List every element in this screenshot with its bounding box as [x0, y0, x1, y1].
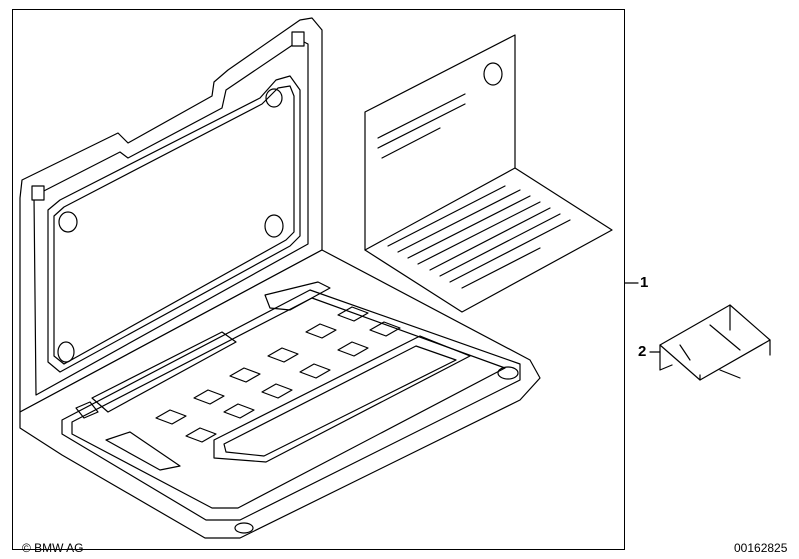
case-base — [19, 249, 541, 539]
callout-1: 1 — [640, 274, 649, 291]
callout-2: 2 — [638, 343, 647, 360]
bracket-part — [659, 304, 771, 381]
copyright-label: © BMW AG — [22, 541, 84, 555]
instruction-card — [364, 34, 613, 313]
diagram-number: 00162825 — [734, 541, 788, 555]
leader-lines — [624, 282, 661, 353]
fuse-sockets — [155, 306, 401, 443]
diagram-frame — [12, 9, 625, 550]
